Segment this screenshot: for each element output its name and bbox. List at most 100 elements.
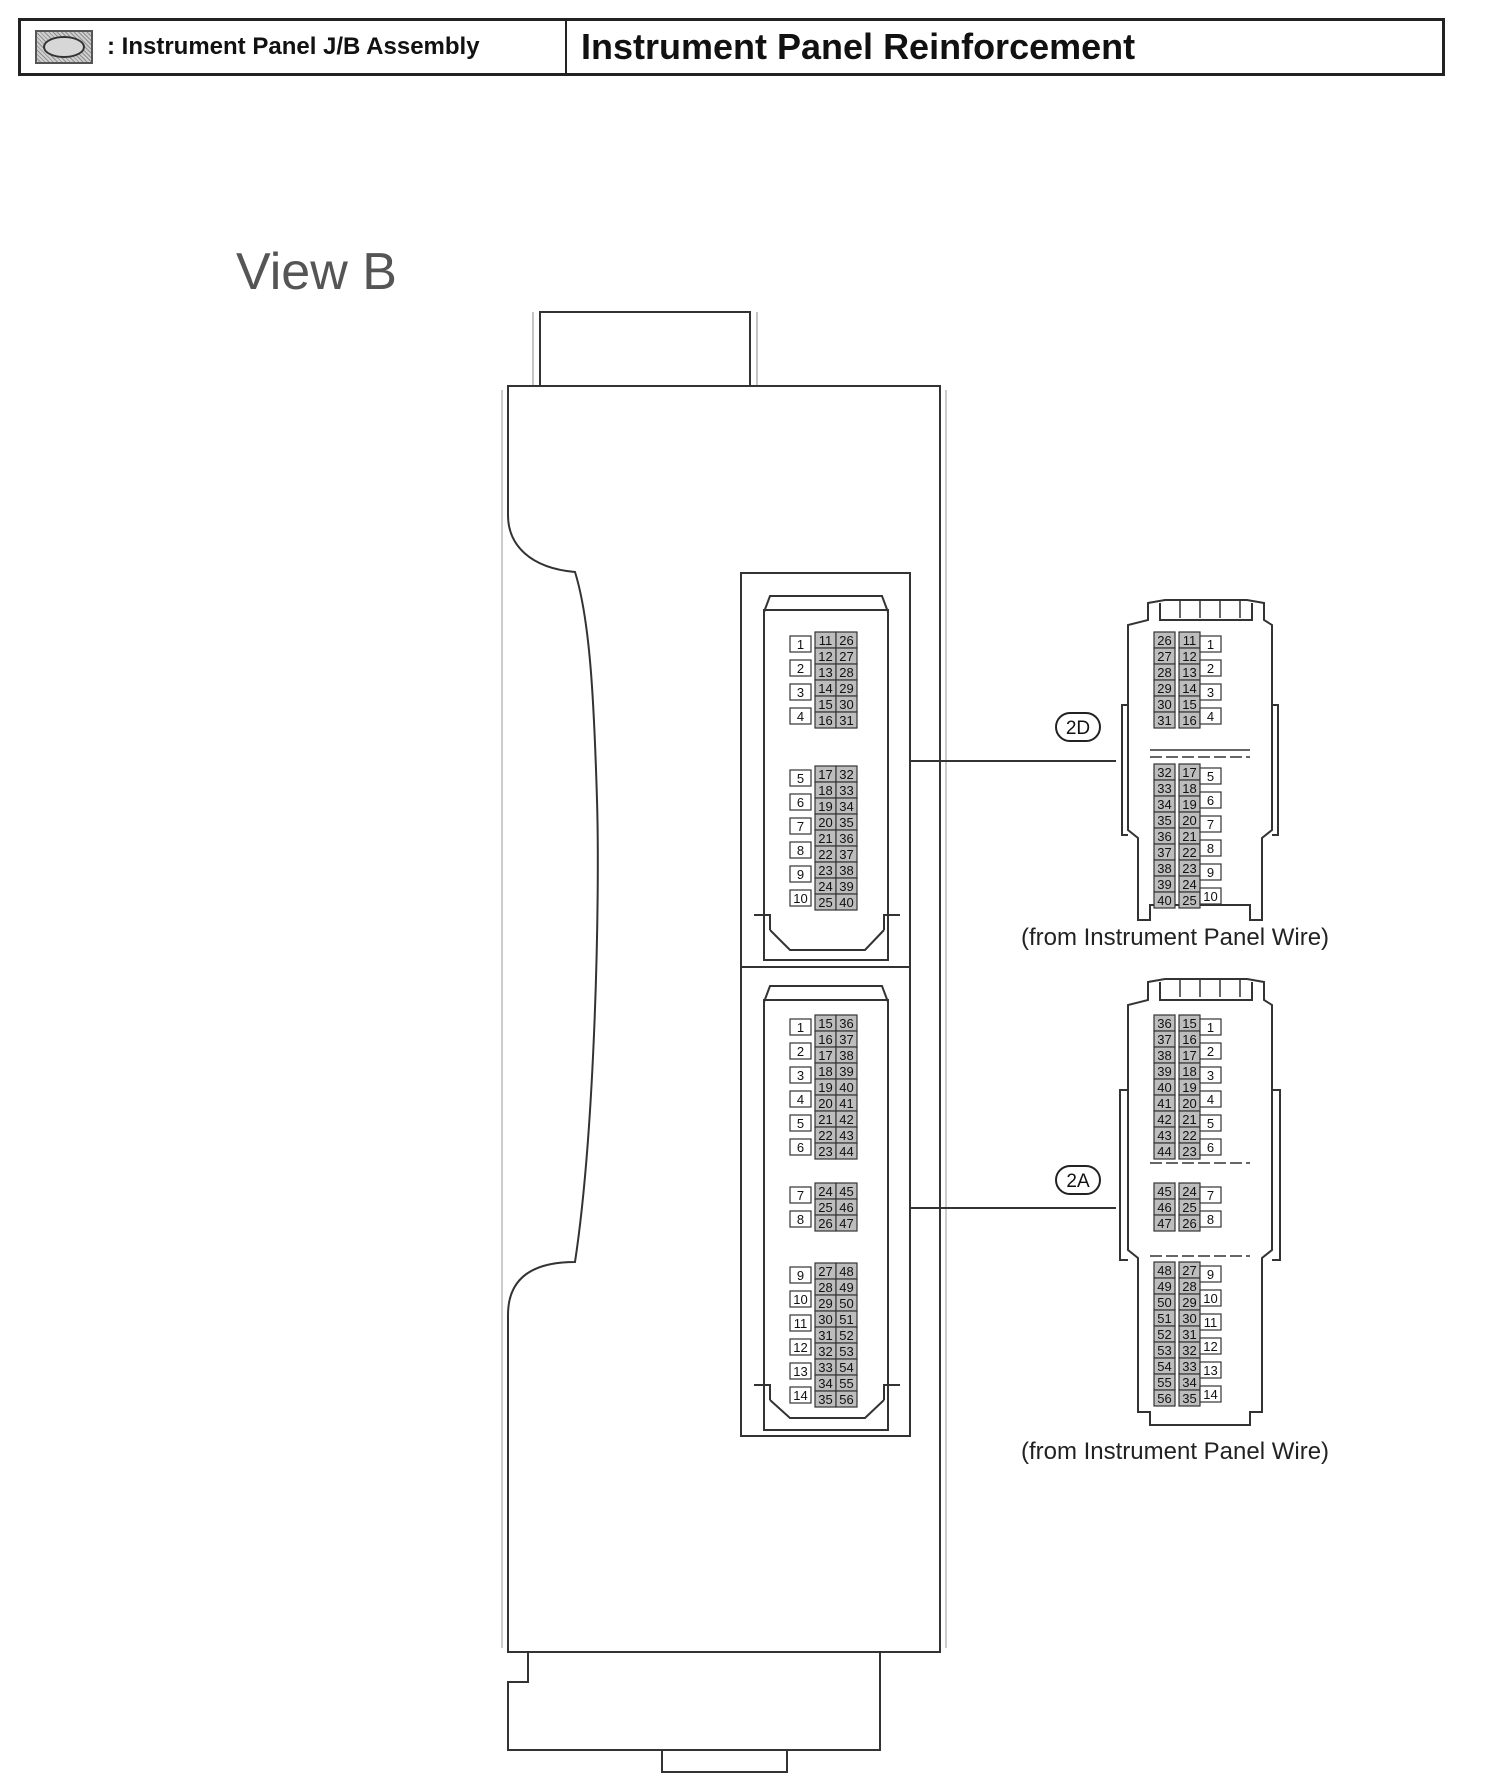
plug-2a-g1-right-pin-5-label: 5 bbox=[1207, 1116, 1214, 1131]
jb-2a-g3-left-pin-12: 12 bbox=[789, 1338, 812, 1356]
jb-2d-g2-left-pin-9-label: 9 bbox=[797, 867, 804, 882]
plug-2a-g3-left-pin-54: 54 bbox=[1153, 1357, 1176, 1375]
plug-2a-g2-left-pin-45-label: 45 bbox=[1157, 1184, 1171, 1199]
jb-2d-g2-mid-pin-25-label: 25 bbox=[818, 895, 832, 910]
plug-2d-g2-mid-pin-24: 24 bbox=[1178, 875, 1201, 893]
plug-2d-g2-left-pin-39: 39 bbox=[1153, 875, 1176, 893]
jb-2a-g3-right-pin-54: 54 bbox=[835, 1358, 858, 1376]
jb-2d-g2-right-pin-39-label: 39 bbox=[839, 879, 853, 894]
jb-2a-g3-mid-pin-27-label: 27 bbox=[818, 1264, 832, 1279]
jb-2d-g1-right-pin-29: 29 bbox=[835, 679, 858, 697]
jb-2a-g3-left-pin-10-label: 10 bbox=[793, 1292, 807, 1307]
jb-2a-g3-mid-pin-35-label: 35 bbox=[818, 1392, 832, 1407]
jb-2d-g2-right-pin-36-label: 36 bbox=[839, 831, 853, 846]
jb-2a-g3-mid-pin-30-label: 30 bbox=[818, 1312, 832, 1327]
jb-2a-g3-mid-pin-33: 33 bbox=[814, 1358, 837, 1376]
jb-2a-g1-right-pin-36-label: 36 bbox=[839, 1016, 853, 1031]
jb-2d-g1-mid-pin-15-label: 15 bbox=[818, 697, 832, 712]
jb-2a-g1-right-pin-43-label: 43 bbox=[839, 1128, 853, 1143]
plug-2a-g3-left-pin-53-label: 53 bbox=[1157, 1343, 1171, 1358]
jb-2a-g3-right-pin-50: 50 bbox=[835, 1294, 858, 1312]
plug-2a-g3-left-pin-51: 51 bbox=[1153, 1309, 1176, 1327]
jb-2a-g1-left-pin-1: 1 bbox=[789, 1018, 812, 1036]
jb-2d-g2-mid-pin-23: 23 bbox=[814, 861, 837, 879]
plug-2a-g2-mid-pin-25: 25 bbox=[1178, 1198, 1201, 1216]
jb-2d-g2-right-pin-37: 37 bbox=[835, 845, 858, 863]
plug-2a-g1-right-pin-3: 3 bbox=[1199, 1066, 1222, 1084]
plug-2a-g1-left-pin-37-label: 37 bbox=[1157, 1032, 1171, 1047]
jb-2d-g2-left-pin-6: 6 bbox=[789, 793, 812, 811]
plug-2d-g2-mid-pin-25-label: 25 bbox=[1182, 893, 1196, 908]
plug-2d-g1-right-pin-4-label: 4 bbox=[1207, 709, 1214, 724]
jb-2a-g1-mid-pin-15: 15 bbox=[814, 1014, 837, 1032]
jb-2a-g3-right-pin-51-label: 51 bbox=[839, 1312, 853, 1327]
legend-cell: : Instrument Panel J/B Assembly bbox=[21, 21, 567, 73]
jb-2a-g3-right-pin-54-label: 54 bbox=[839, 1360, 853, 1375]
plug-2d-g1-mid-pin-16: 16 bbox=[1178, 711, 1201, 729]
jb-2a-g3-left-pin-13-label: 13 bbox=[793, 1364, 807, 1379]
jb-2a-g1-left-pin-5-label: 5 bbox=[797, 1116, 804, 1131]
plug-2a-g1-mid-pin-17-label: 17 bbox=[1182, 1048, 1196, 1063]
plug-2a-g3-left-pin-55: 55 bbox=[1153, 1373, 1176, 1391]
jb-2a-g3-left-pin-12-label: 12 bbox=[793, 1340, 807, 1355]
plug-2a-g1-left-pin-36: 36 bbox=[1153, 1014, 1176, 1032]
jb-2a-g3-right-pin-48: 48 bbox=[835, 1262, 858, 1280]
plug-2d-g1-right-pin-3: 3 bbox=[1199, 683, 1222, 701]
jb-2d-g2-mid-pin-19: 19 bbox=[814, 797, 837, 815]
plug-2d-g2-mid-pin-25: 25 bbox=[1178, 891, 1201, 909]
jb-2a-g1-left-pin-4-label: 4 bbox=[797, 1092, 804, 1107]
jb-2a-g3-mid-pin-28-label: 28 bbox=[818, 1280, 832, 1295]
plug-2a-g1-left-pin-37: 37 bbox=[1153, 1030, 1176, 1048]
plug-2d-g1-left-pin-27-label: 27 bbox=[1157, 649, 1171, 664]
plug-2a-g3-mid-pin-27: 27 bbox=[1178, 1261, 1201, 1279]
jb-2d-g2-left-pin-5-label: 5 bbox=[797, 771, 804, 786]
caption-2d: (from Instrument Panel Wire) bbox=[1020, 924, 1330, 951]
plug-2a-g3-right-pin-14-label: 14 bbox=[1203, 1387, 1217, 1402]
plug-2d-g2-right-pin-10-label: 10 bbox=[1203, 889, 1217, 904]
jb-2a-g3-right-pin-52: 52 bbox=[835, 1326, 858, 1344]
plug-2a-g3-right-pin-10: 10 bbox=[1199, 1289, 1222, 1307]
jb-2a-g3-mid-pin-31-label: 31 bbox=[818, 1328, 832, 1343]
plug-2d-g2-left-pin-32: 32 bbox=[1153, 763, 1176, 781]
jb-2a-g2-right-pin-46-label: 46 bbox=[839, 1200, 853, 1215]
plug-2d-g1-mid-pin-11-label: 11 bbox=[1183, 633, 1197, 648]
jb-2d-g1-right-pin-31: 31 bbox=[835, 711, 858, 729]
jb-2d-g1-left-pin-4-label: 4 bbox=[797, 709, 804, 724]
plug-2a-g3-right-pin-10-label: 10 bbox=[1203, 1291, 1217, 1306]
jb-2a-g1-mid-pin-23-label: 23 bbox=[818, 1144, 832, 1159]
plug-2a-g1-mid-pin-15: 15 bbox=[1178, 1014, 1201, 1032]
jb-2a-g3-right-pin-48-label: 48 bbox=[839, 1264, 853, 1279]
jb-2a-g1-right-pin-37-label: 37 bbox=[839, 1032, 853, 1047]
jb-2d-g2-right-pin-38-label: 38 bbox=[839, 863, 853, 878]
caption-2a: (from Instrument Panel Wire) bbox=[1020, 1438, 1330, 1465]
plug-2a-g1-left-pin-39: 39 bbox=[1153, 1062, 1176, 1080]
jb-2a-g1-left-pin-3-label: 3 bbox=[797, 1068, 804, 1083]
plug-2a-g2-left-pin-45: 45 bbox=[1153, 1182, 1176, 1200]
jb-2d-g1-left-pin-2-label: 2 bbox=[797, 661, 804, 676]
plug-2d-g1-mid-pin-15: 15 bbox=[1178, 695, 1201, 713]
plug-2d-g2-left-pin-38-label: 38 bbox=[1157, 861, 1171, 876]
jb-2d-g2-right-pin-33: 33 bbox=[835, 781, 858, 799]
plug-2a-g3-mid-pin-34: 34 bbox=[1178, 1373, 1201, 1391]
jb-2d-g2-right-pin-34: 34 bbox=[835, 797, 858, 815]
plug-2a-g3-mid-pin-35-label: 35 bbox=[1182, 1391, 1196, 1406]
plug-2a-g2-left-pin-47-label: 47 bbox=[1157, 1216, 1171, 1231]
plug-2d-g2-left-pin-35-label: 35 bbox=[1157, 813, 1171, 828]
plug-2a-g3-left-pin-48-label: 48 bbox=[1157, 1263, 1171, 1278]
jb-2d-g1-left-pin-4: 4 bbox=[789, 707, 812, 725]
plug-2a-g1-mid-pin-16: 16 bbox=[1178, 1030, 1201, 1048]
jb-2d-g2-right-pin-32: 32 bbox=[835, 765, 858, 783]
plug-2d-g1-left-pin-27: 27 bbox=[1153, 647, 1176, 665]
plug-2d-g1-right-pin-1: 1 bbox=[1199, 635, 1222, 653]
plug-2a-g3-mid-pin-31: 31 bbox=[1178, 1325, 1201, 1343]
plug-2a-g1-mid-pin-23-label: 23 bbox=[1182, 1144, 1196, 1159]
legend-label: : Instrument Panel J/B Assembly bbox=[107, 33, 480, 60]
plug-2d-g2-right-pin-9: 9 bbox=[1199, 863, 1222, 881]
plug-2a-g3-mid-pin-35: 35 bbox=[1178, 1389, 1201, 1407]
jb-2a-g1-right-pin-43: 43 bbox=[835, 1126, 858, 1144]
jb-2a-g3-mid-pin-32: 32 bbox=[814, 1342, 837, 1360]
jb-2a-g2-left-pin-7: 7 bbox=[789, 1186, 812, 1204]
plug-2a-g2-right-pin-8-label: 8 bbox=[1207, 1212, 1214, 1227]
plug-2a-g3-left-pin-52: 52 bbox=[1153, 1325, 1176, 1343]
